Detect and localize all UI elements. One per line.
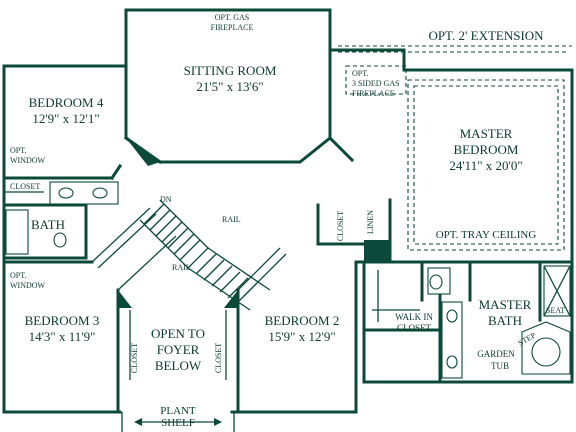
stair-treads (143, 203, 201, 261)
walk-in-closet-label-2: CLOSET (397, 323, 432, 333)
bedroom2-label: BEDROOM 2 (265, 313, 340, 328)
opt-window-top-label-2: WINDOW (10, 156, 46, 165)
opt-extension-label: OPT. 2' EXTENSION (428, 28, 544, 43)
three-sided-fireplace-label-3: FIREPLACE (352, 89, 395, 98)
rail-bottom-label: RAIL (172, 263, 191, 272)
closet-bed3-label: CLOSET (130, 343, 139, 373)
master-bath-label-2: BATH (488, 313, 522, 328)
master-bath-label-1: MASTER (479, 297, 532, 312)
master-bedroom-label-1: MASTER (460, 126, 513, 141)
plant-shelf-marker (121, 412, 235, 432)
opt-gas-fireplace-label-2: FIREPLACE (211, 23, 254, 32)
bedroom4-label: BEDROOM 4 (29, 95, 104, 110)
master-vanity (441, 301, 463, 379)
linen-label: LINEN (366, 210, 375, 234)
bedroom2-dims: 15'9" x 12'9" (268, 329, 335, 344)
sitting-room-label: SITTING ROOM (184, 63, 277, 78)
opt-gas-fireplace-label-1: OPT. GAS (215, 13, 250, 22)
master-bedroom-label-2: BEDROOM (453, 142, 518, 157)
three-sided-fireplace-label-1: OPT. (352, 69, 369, 78)
sink-right (92, 187, 108, 199)
closet-shelves (4, 191, 420, 380)
bath-fixtures (5, 181, 119, 255)
plant-shelf-label-1: PLANT (160, 405, 196, 417)
three-sided-fireplace-label-2: 3 SIDED GAS (352, 79, 400, 88)
open-to-foyer-label-2: FOYER (157, 342, 200, 357)
bedroom3-dims: 14'3" x 11'9" (29, 329, 96, 344)
tray-ceiling-outline (407, 79, 565, 251)
stairs (91, 199, 287, 311)
bath-label: BATH (31, 217, 65, 232)
master-bedroom-dims: 24'11" x 20'0" (449, 158, 522, 173)
interior-walls (2, 135, 574, 414)
open-to-foyer-label-3: BELOW (155, 358, 202, 373)
toilet (53, 232, 67, 248)
seat-label: SEAT (546, 306, 565, 315)
garden-tub-label-2: TUB (491, 361, 509, 371)
sitting-room-dims: 21'5" x 13'6" (196, 79, 263, 94)
sink-left (58, 187, 74, 199)
opt-window-bottom-label-2: WINDOW (10, 281, 46, 290)
master-bath-fixtures (427, 265, 571, 379)
opt-window-bottom-label-1: OPT. (10, 271, 27, 280)
closet-bed4-label: CLOSET (10, 182, 40, 191)
exterior-walls (2, 8, 574, 414)
walk-in-closet-label-1: WALK IN (395, 312, 433, 322)
bedroom4-dims: 12'9" x 12'1" (32, 111, 99, 126)
opt-window-top-label-1: OPT. (10, 146, 27, 155)
closet-bed2-label: CLOSET (214, 343, 223, 373)
open-to-foyer-label-1: OPEN TO (151, 326, 205, 341)
bedroom3-label: BEDROOM 3 (25, 313, 100, 328)
stair-treads-lower (195, 253, 257, 305)
plant-shelf-label-2: SHELF (161, 417, 195, 429)
stairs-dn-label: DN (160, 195, 172, 204)
opt-tray-ceiling-label: OPT. TRAY CEILING (436, 229, 537, 241)
opt-extension-outline (338, 45, 572, 95)
garden-tub-label-1: GARDEN (477, 349, 515, 359)
rail-top-label: RAIL (222, 215, 241, 224)
bathtub (5, 209, 29, 255)
closet-center-label: CLOSET (336, 211, 345, 241)
structural-fills (118, 138, 390, 308)
